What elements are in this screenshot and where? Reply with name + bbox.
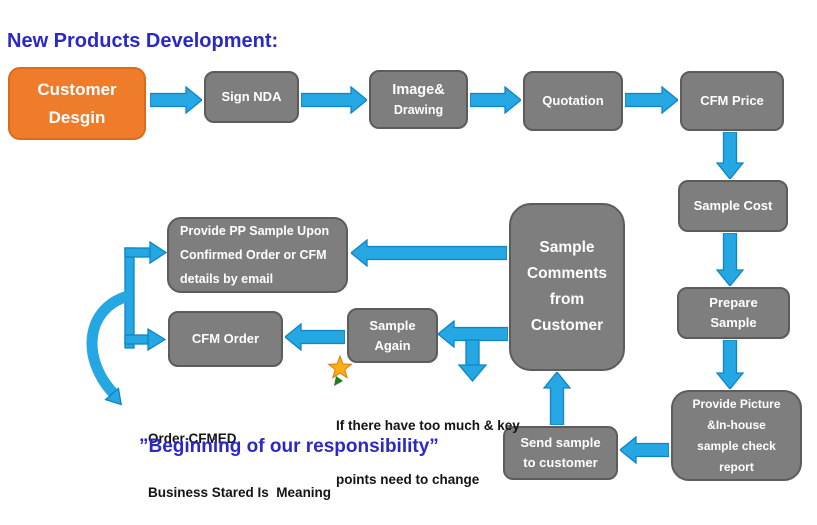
node-label: Comments bbox=[526, 265, 608, 282]
node-label: CFM Price bbox=[700, 93, 764, 108]
bracket-and-curved-arrow-icon bbox=[86, 240, 168, 406]
node-provide-picture: Provide Picture &In-house sample check r… bbox=[671, 390, 802, 481]
arrow-prepare-to-picture-icon bbox=[716, 340, 744, 389]
node-label: Customer bbox=[530, 317, 604, 334]
node-label: &In-house bbox=[707, 417, 766, 432]
green-mark-icon bbox=[334, 376, 343, 386]
node-label: Sign NDA bbox=[221, 89, 282, 104]
note-line: Business Stared Is Meaning bbox=[148, 485, 332, 500]
arrow-quotation-to-cfmprice-icon bbox=[625, 86, 678, 114]
node-label: Image& bbox=[392, 81, 445, 98]
node-customer-design: Customer Desgin bbox=[8, 67, 146, 140]
node-cfm-order: CFM Order bbox=[168, 311, 283, 367]
node-label: from bbox=[549, 291, 585, 308]
note-line: Order CFMED bbox=[148, 431, 237, 446]
node-label: CFM Order bbox=[191, 331, 260, 346]
node-label: Sample bbox=[369, 317, 416, 333]
node-label: Quotation bbox=[542, 93, 604, 108]
node-label: Drawing bbox=[393, 102, 444, 117]
node-sign-nda: Sign NDA bbox=[204, 71, 299, 123]
node-label: Sample bbox=[539, 239, 595, 256]
node-label: report bbox=[719, 459, 754, 474]
node-label: Confirmed Order or CFM bbox=[180, 248, 327, 262]
node-sample-cost: Sample Cost bbox=[678, 180, 788, 232]
node-cfm-price: CFM Price bbox=[680, 71, 784, 131]
node-label: Sample bbox=[710, 315, 757, 330]
node-quotation: Quotation bbox=[523, 71, 623, 131]
node-sample-again: Sample Again bbox=[347, 308, 438, 363]
node-label: Provide Picture bbox=[692, 396, 781, 411]
node-label: Prepare bbox=[709, 295, 758, 310]
arrow-image-to-quotation-icon bbox=[470, 86, 521, 114]
node-label: sample check bbox=[697, 438, 776, 453]
note-beginning-responsibility: ”Beginning of our responsibility” bbox=[139, 436, 439, 457]
node-sample-comments: Sample Comments from Customer bbox=[509, 203, 625, 371]
node-label: to customer bbox=[523, 455, 598, 470]
arrow-samplecost-to-prepare-icon bbox=[716, 233, 744, 286]
arrow-comments-to-sampleagain-branch-icon bbox=[438, 320, 508, 383]
node-label: Desgin bbox=[48, 107, 106, 127]
arrow-cfmprice-to-samplecost-icon bbox=[716, 132, 744, 179]
note-order-cfmed: Order CFMED Business Stared Is Meaning bbox=[148, 394, 331, 525]
note-if-change: If there have too much & key points need… bbox=[336, 381, 520, 525]
page-title: New Products Development: bbox=[7, 30, 279, 52]
arrow-nda-to-image-icon bbox=[301, 86, 367, 114]
node-label: Again bbox=[374, 337, 411, 353]
node-label: Provide PP Sample Upon bbox=[180, 224, 330, 238]
node-label: Send sample bbox=[520, 435, 601, 450]
node-prepare-sample: Prepare Sample bbox=[677, 287, 790, 339]
node-label: details by email bbox=[180, 272, 274, 286]
arrow-picture-to-sendsample-icon bbox=[620, 436, 669, 464]
node-send-sample: Send sample to customer bbox=[503, 426, 618, 480]
node-label: Sample Cost bbox=[693, 198, 773, 213]
note-line: If there have too much & key bbox=[336, 418, 520, 433]
arrow-sendsample-to-comments-icon bbox=[543, 372, 571, 425]
note-line: points need to change bbox=[336, 472, 480, 487]
star-callout-icon bbox=[327, 354, 353, 379]
arrow-customer-to-nda-icon bbox=[150, 86, 202, 114]
arrow-comments-to-providepp-icon bbox=[351, 239, 507, 267]
node-provide-pp-sample: Provide PP Sample Upon Confirmed Order o… bbox=[167, 217, 348, 293]
node-label: Customer bbox=[37, 79, 117, 99]
node-image-drawing: Image& Drawing bbox=[369, 70, 468, 129]
arrow-sampleagain-to-cfmorder-icon bbox=[285, 323, 345, 351]
